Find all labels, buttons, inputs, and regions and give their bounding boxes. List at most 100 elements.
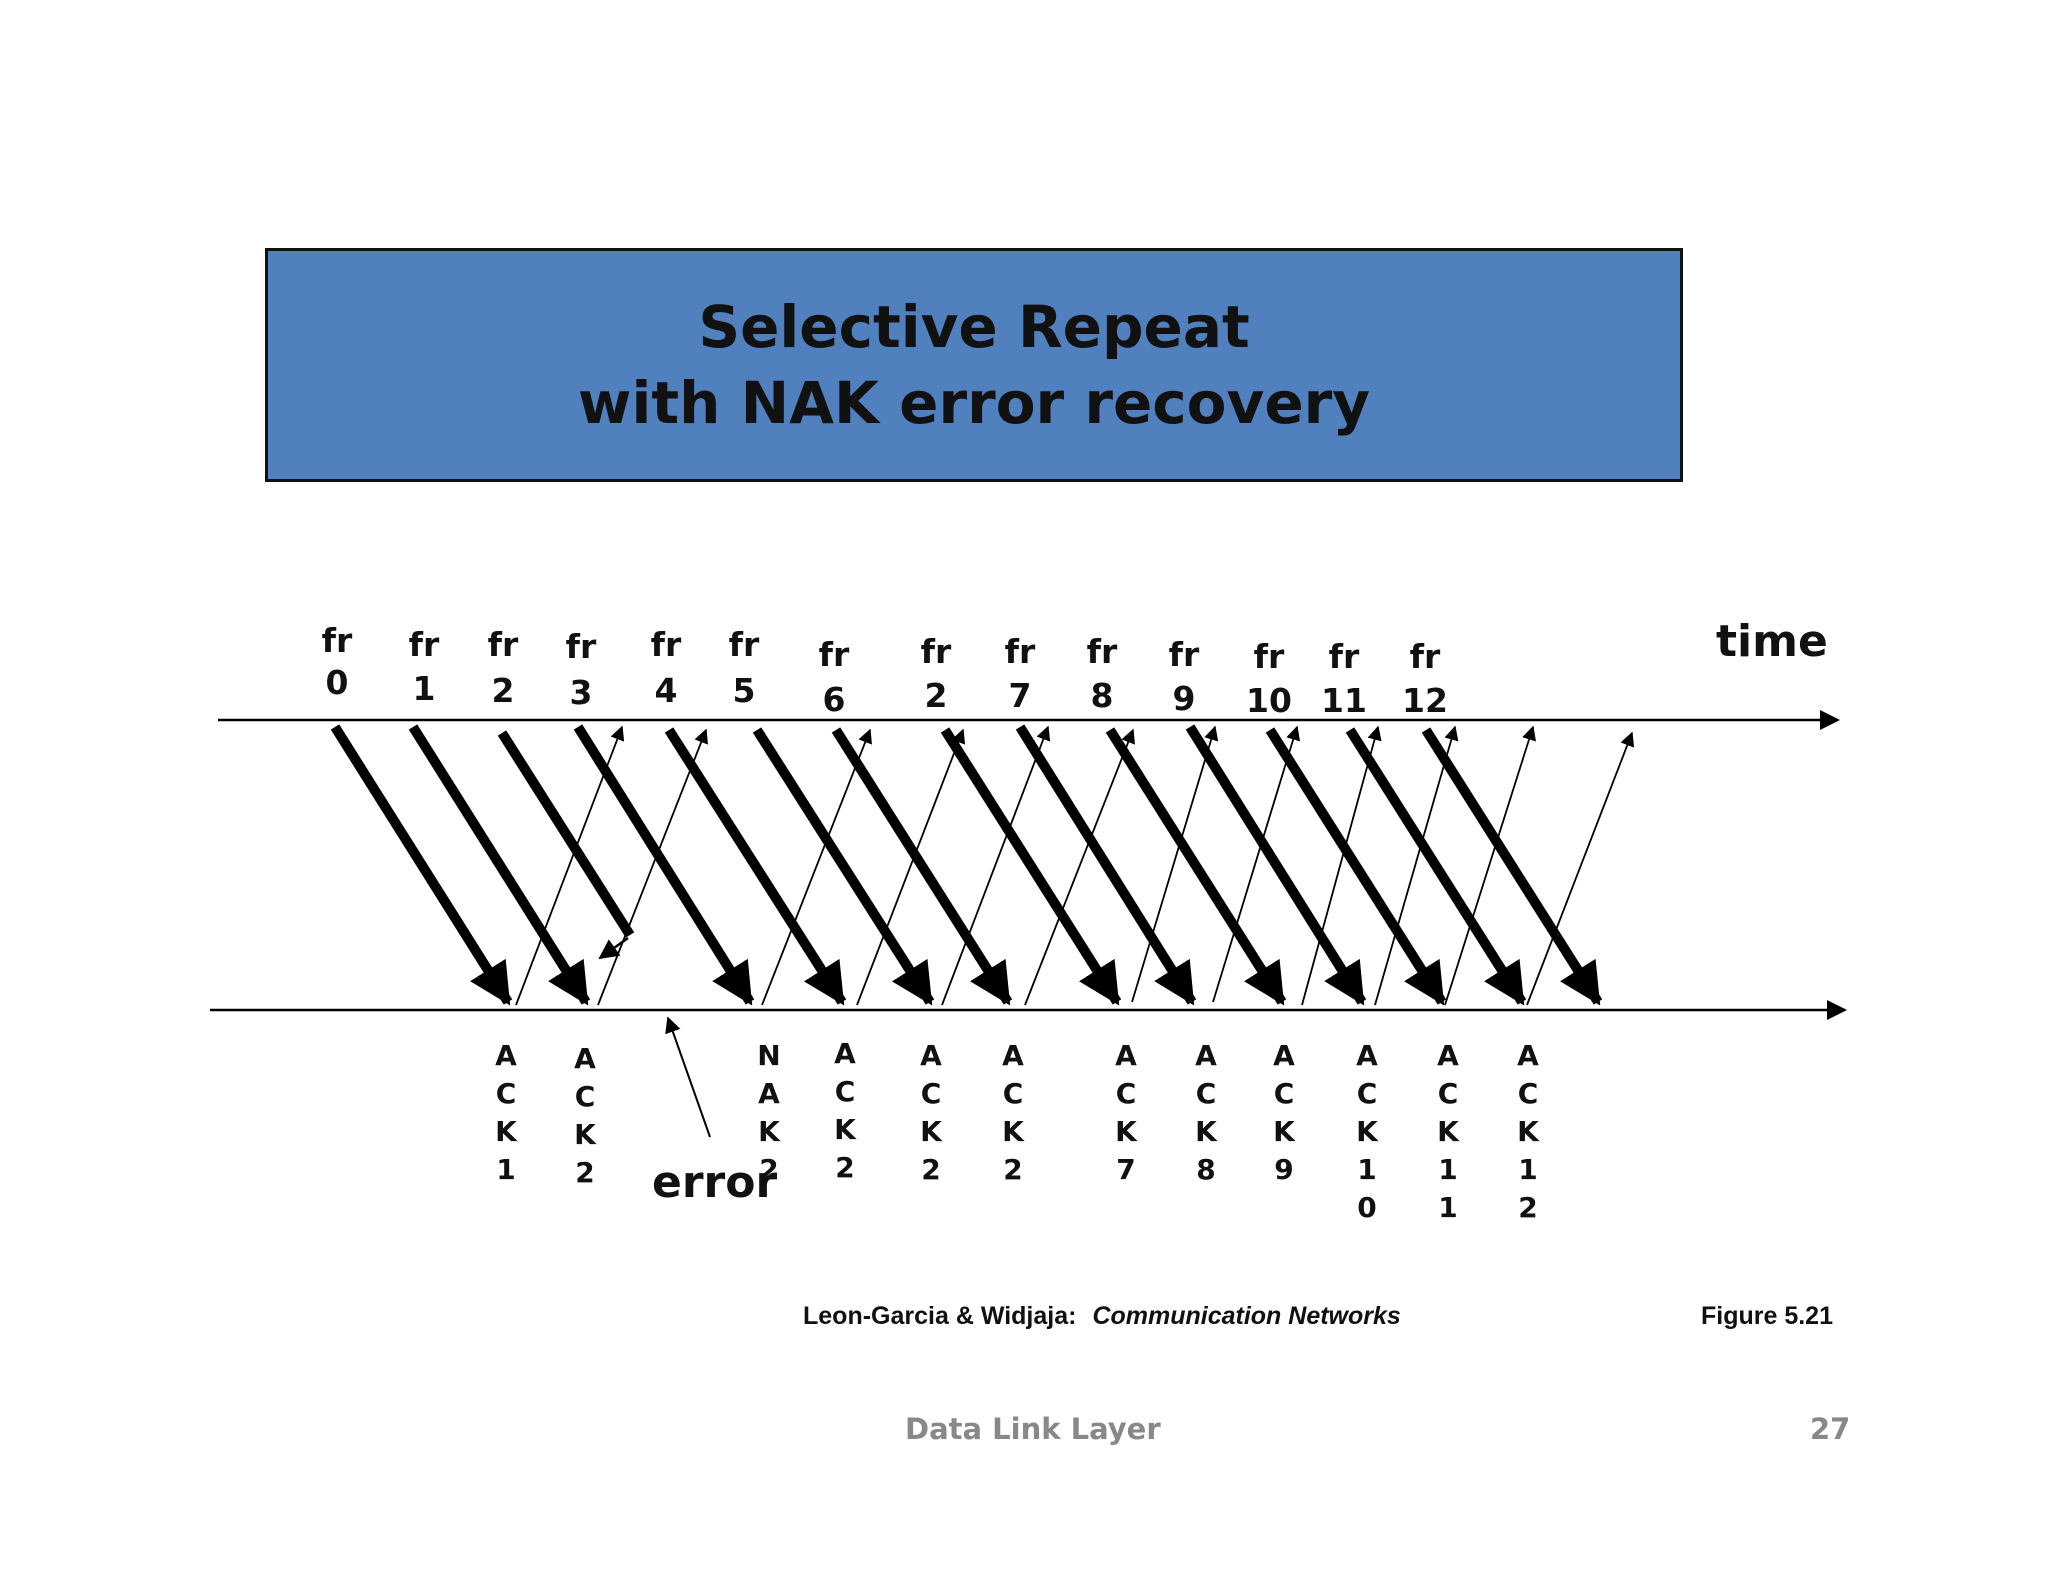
ack-label-char: K [920, 1115, 943, 1148]
ack-label-char: A [495, 1039, 517, 1072]
ack-label-char: A [1195, 1039, 1217, 1072]
citation-book: Communication Networks [1092, 1302, 1401, 1330]
frame-arrow [408, 724, 591, 1006]
ack-arrows [515, 725, 1635, 1138]
ack-label-char: 0 [1357, 1191, 1376, 1224]
error-label: error [652, 1157, 777, 1208]
frame-label-prefix: fr [651, 625, 682, 664]
ack-label-char: K [1517, 1115, 1540, 1148]
ack-label-char: C [575, 1080, 596, 1113]
frame-label-number: 2 [492, 671, 515, 710]
ack-arrow [856, 728, 966, 1006]
ack-label-char: 9 [1274, 1153, 1293, 1186]
frame-arrow [573, 724, 755, 1006]
ack-arrow [1131, 725, 1219, 1003]
ack-label-char: A [1356, 1039, 1378, 1072]
ack-arrow [941, 725, 1051, 1006]
frame-arrow [330, 724, 513, 1006]
ack-label-char: K [495, 1115, 518, 1148]
ack-label-char: K [758, 1115, 781, 1148]
error-pointer-arrow [665, 1016, 711, 1138]
frame-label-prefix: fr [921, 632, 952, 671]
ack-label-char: A [834, 1037, 856, 1070]
ack-label-char: 2 [575, 1156, 594, 1189]
ack-arrow [597, 728, 708, 1006]
page-number: 27 [1810, 1412, 1851, 1446]
ack-label-char: C [1274, 1077, 1295, 1110]
ack-label-char: A [758, 1077, 780, 1110]
frame-label-number: 3 [570, 673, 593, 712]
ack-label-char: K [834, 1113, 857, 1146]
citation: Leon-Garcia & Widjaja: Communication Netw… [803, 1302, 1401, 1331]
ack-label-char: K [1437, 1115, 1460, 1148]
ack-label-char: C [1116, 1077, 1137, 1110]
ack-label-char: C [1518, 1077, 1539, 1110]
ack-label-char: K [1273, 1115, 1296, 1148]
ack-arrow [1212, 725, 1301, 1003]
ack-label-char: 1 [1518, 1153, 1537, 1186]
frame-arrow [1015, 724, 1197, 1006]
lost-frame-tick [598, 936, 629, 960]
ack-label-char: 1 [1357, 1153, 1376, 1186]
frame-label-number: 7 [1009, 676, 1032, 715]
frame-label-number: 2 [925, 676, 948, 715]
frame-label-number: 12 [1402, 681, 1448, 720]
ack-label-char: 7 [1116, 1153, 1135, 1186]
ack-label-char: A [1115, 1039, 1137, 1072]
ack-label-char: C [1438, 1077, 1459, 1110]
frame-labels: fr0fr1fr2fr3fr4fr5fr6fr2fr7fr8fr9fr10fr1… [322, 621, 1448, 720]
frame-label-number: 8 [1091, 676, 1114, 715]
frame-label-number: 0 [326, 663, 349, 702]
ack-label-char: 2 [759, 1153, 778, 1186]
title-box: Selective Repeat with NAK error recovery [265, 248, 1683, 482]
ack-label-char: 8 [1196, 1153, 1215, 1186]
ack-label-char: K [1002, 1115, 1025, 1148]
frame-label-prefix: fr [1329, 637, 1360, 676]
ack-label-char: A [574, 1042, 596, 1075]
ack-label-char: A [1002, 1039, 1024, 1072]
time-label: time [1716, 616, 1828, 667]
frame-label-prefix: fr [1410, 637, 1441, 676]
ack-label-char: C [1003, 1077, 1024, 1110]
ack-label-char: A [1517, 1039, 1539, 1072]
citation-authors: Leon-Garcia & Widjaja: [803, 1302, 1077, 1330]
frame-label-number: 11 [1321, 681, 1367, 720]
ack-label-char: A [1437, 1039, 1459, 1072]
frame-label-prefix: fr [819, 635, 850, 674]
ack-label-char: 1 [1438, 1191, 1457, 1224]
frame-label-prefix: fr [1087, 632, 1118, 671]
frame-arrow [1105, 727, 1287, 1006]
ack-label-char: K [1115, 1115, 1138, 1148]
ack-label-char: 2 [921, 1153, 940, 1186]
frame-arrow [940, 727, 1122, 1006]
ack-label: ACK 7 [1115, 1039, 1138, 1186]
frame-arrows [330, 724, 1603, 1006]
frame-label-prefix: fr [1005, 632, 1036, 671]
ack-label-char: C [835, 1075, 856, 1108]
footer-title: Data Link Layer [905, 1412, 1161, 1446]
frame-arrow [1185, 724, 1367, 1006]
frame-label-prefix: fr [1169, 635, 1200, 674]
ack-arrow [1024, 728, 1135, 1006]
ack-label-char: K [1356, 1115, 1379, 1148]
frame-label-prefix: fr [322, 621, 353, 660]
ack-arrow [1374, 725, 1459, 1006]
ack-arrow [1444, 725, 1536, 1006]
frame-label-prefix: fr [409, 625, 440, 664]
axes [210, 710, 1847, 1020]
ack-arrow [1301, 725, 1382, 1006]
figure-number: Figure 5.21 [1701, 1302, 1833, 1330]
ack-arrow [1526, 731, 1635, 1006]
frame-label-number: 4 [655, 671, 678, 710]
ack-label-char: 1 [496, 1153, 515, 1186]
